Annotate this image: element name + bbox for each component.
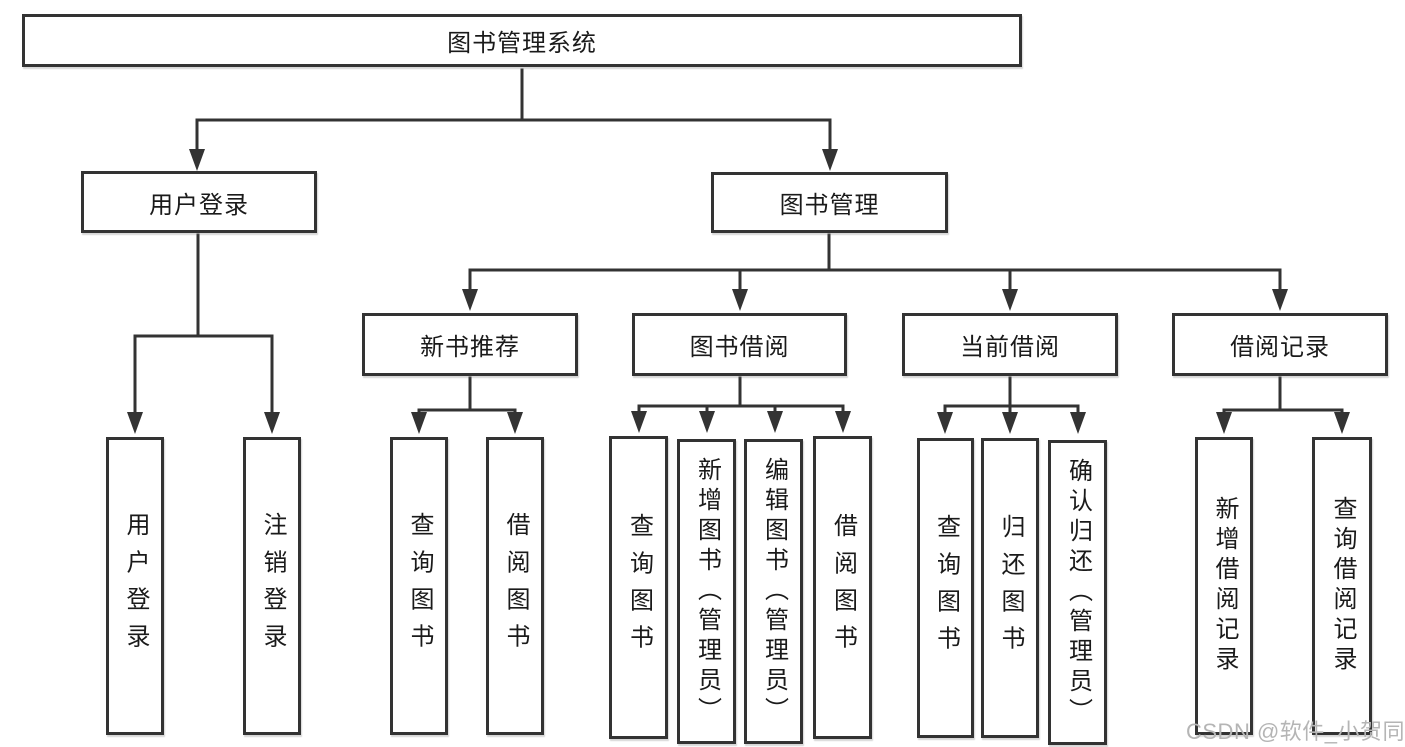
node-current-borrowing: 当前借阅 [902,313,1118,376]
leaf-cb-confirm-return-admin: 确认归还（管理员） [1048,440,1107,745]
leaf-br-query-record: 查询借阅记录 [1312,437,1372,735]
leaf-nbr-query-books: 查询图书 [390,437,448,735]
leaf-label: 用户登录 [122,511,149,661]
node-book-borrowing: 图书借阅 [632,313,847,376]
leaf-cb-return-books: 归还图书 [981,438,1039,738]
leaf-label: 借阅图书 [502,511,529,661]
node-new-book-recommend: 新书推荐 [362,313,578,376]
leaf-cb-query-books: 查询图书 [917,438,974,738]
leaf-bb-query-books: 查询图书 [609,436,668,739]
leaf-br-add-record: 新增借阅记录 [1195,437,1253,735]
leaf-label: 编辑图书（管理员） [760,456,788,727]
node-book-management: 图书管理 [711,172,948,233]
leaf-label: 注销登录 [259,511,286,661]
leaf-label: 查询图书 [932,513,960,663]
node-root-system: 图书管理系统 [22,14,1022,67]
node-user-login: 用户登录 [81,171,317,233]
leaf-user-login: 用户登录 [106,437,164,735]
leaf-nbr-borrow-books: 借阅图书 [486,437,544,735]
node-borrowing-records: 借阅记录 [1172,313,1388,376]
leaf-label: 借阅图书 [829,513,857,662]
leaf-label: 查询图书 [625,513,653,662]
leaf-bb-add-books-admin: 新增图书（管理员） [677,439,736,744]
leaf-label: 查询图书 [406,511,433,661]
leaf-bb-edit-books-admin: 编辑图书（管理员） [744,439,803,744]
leaf-label: 查询借阅记录 [1329,496,1356,676]
leaf-label: 新增借阅记录 [1211,496,1238,676]
leaf-label: 确认归还（管理员） [1064,457,1092,728]
leaf-label: 新增图书（管理员） [693,456,721,727]
leaf-label: 归还图书 [997,513,1024,663]
leaf-logout-login: 注销登录 [243,437,301,735]
leaf-bb-borrow-books: 借阅图书 [813,436,872,739]
csdn-watermark: CSDN @软件_小贺同学 [1186,719,1405,744]
